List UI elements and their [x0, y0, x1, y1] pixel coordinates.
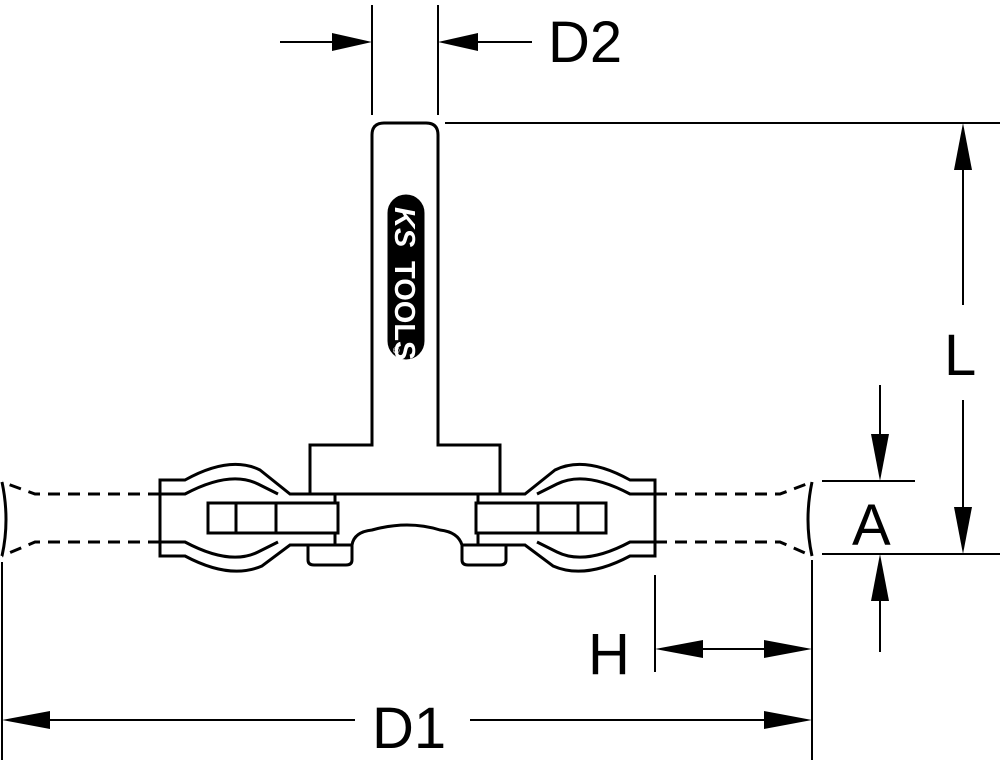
label-d1: D1: [372, 696, 446, 761]
label-a: A: [852, 493, 891, 558]
dimension-a: A: [822, 385, 915, 652]
ks-tools-logo: KS TOOLS ®: [384, 191, 428, 363]
left-clamp: [158, 462, 354, 573]
bristles: [0, 480, 814, 558]
arrow-up-icon: [871, 554, 889, 601]
logo-badge: [384, 191, 428, 363]
label-d2: D2: [548, 10, 622, 75]
right-clamp: [460, 462, 657, 573]
logo-registered: ®: [391, 347, 401, 354]
dimension-d1: D1: [1, 562, 812, 761]
logo-ks: KS: [388, 207, 420, 248]
arrow-down-icon: [954, 507, 972, 554]
arrow-down-icon: [871, 434, 889, 481]
arrow-left-icon: [655, 640, 703, 658]
arrow-left-icon: [2, 711, 50, 729]
arrow-right-icon: [764, 640, 812, 658]
dimension-h: H: [588, 560, 813, 760]
label-l: L: [944, 323, 976, 388]
arrow-left-icon: [438, 33, 478, 51]
arrow-right-icon: [332, 33, 372, 51]
arrow-up-icon: [954, 123, 972, 170]
arrow-right-icon: [764, 711, 812, 729]
dimension-l: L: [445, 122, 1000, 555]
label-h: H: [588, 622, 630, 687]
dimension-d2: D2: [280, 5, 622, 115]
hub: [308, 434, 502, 547]
logo-tools: TOOLS: [388, 261, 420, 360]
